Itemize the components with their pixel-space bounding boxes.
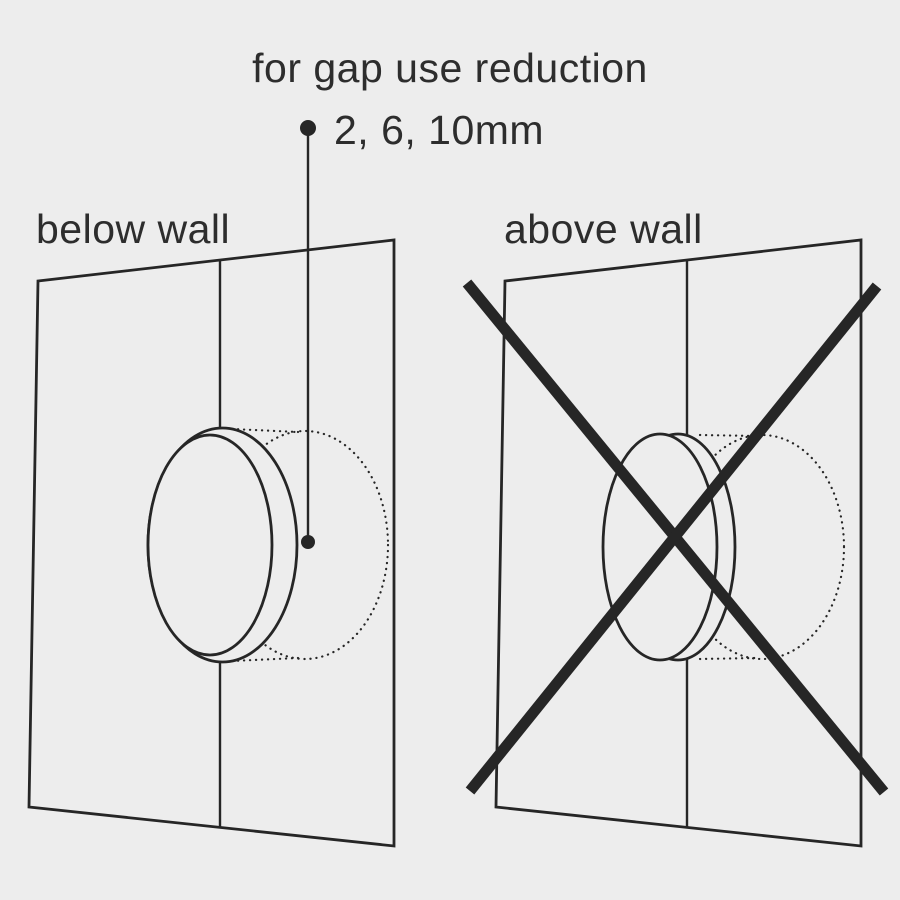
annotation-bullet-text: 2, 6, 10mm [334, 107, 545, 153]
panel-label-below-wall: below wall [36, 206, 231, 252]
leader-bullet-icon [300, 120, 316, 136]
wall-outline-left [27, 238, 396, 848]
wall-panel-right [462, 238, 889, 848]
leader-endpoint-icon [301, 535, 315, 549]
recessed-top-edge-dotted-left [230, 427, 300, 434]
wall-outline-right [494, 238, 863, 848]
fixture-face-left [146, 433, 274, 657]
cross-stroke-ascending [465, 282, 882, 795]
recessed-bottom-edge-dotted-left [230, 656, 300, 663]
panel-label-above-wall: above wall [504, 206, 703, 252]
prohibited-cross-icon [462, 279, 889, 796]
annotation-title: for gap use reduction [252, 45, 648, 91]
leader-line-group [300, 120, 316, 549]
recessed-top-edge-dotted-right [698, 433, 758, 438]
wall-panel-left [27, 238, 396, 848]
